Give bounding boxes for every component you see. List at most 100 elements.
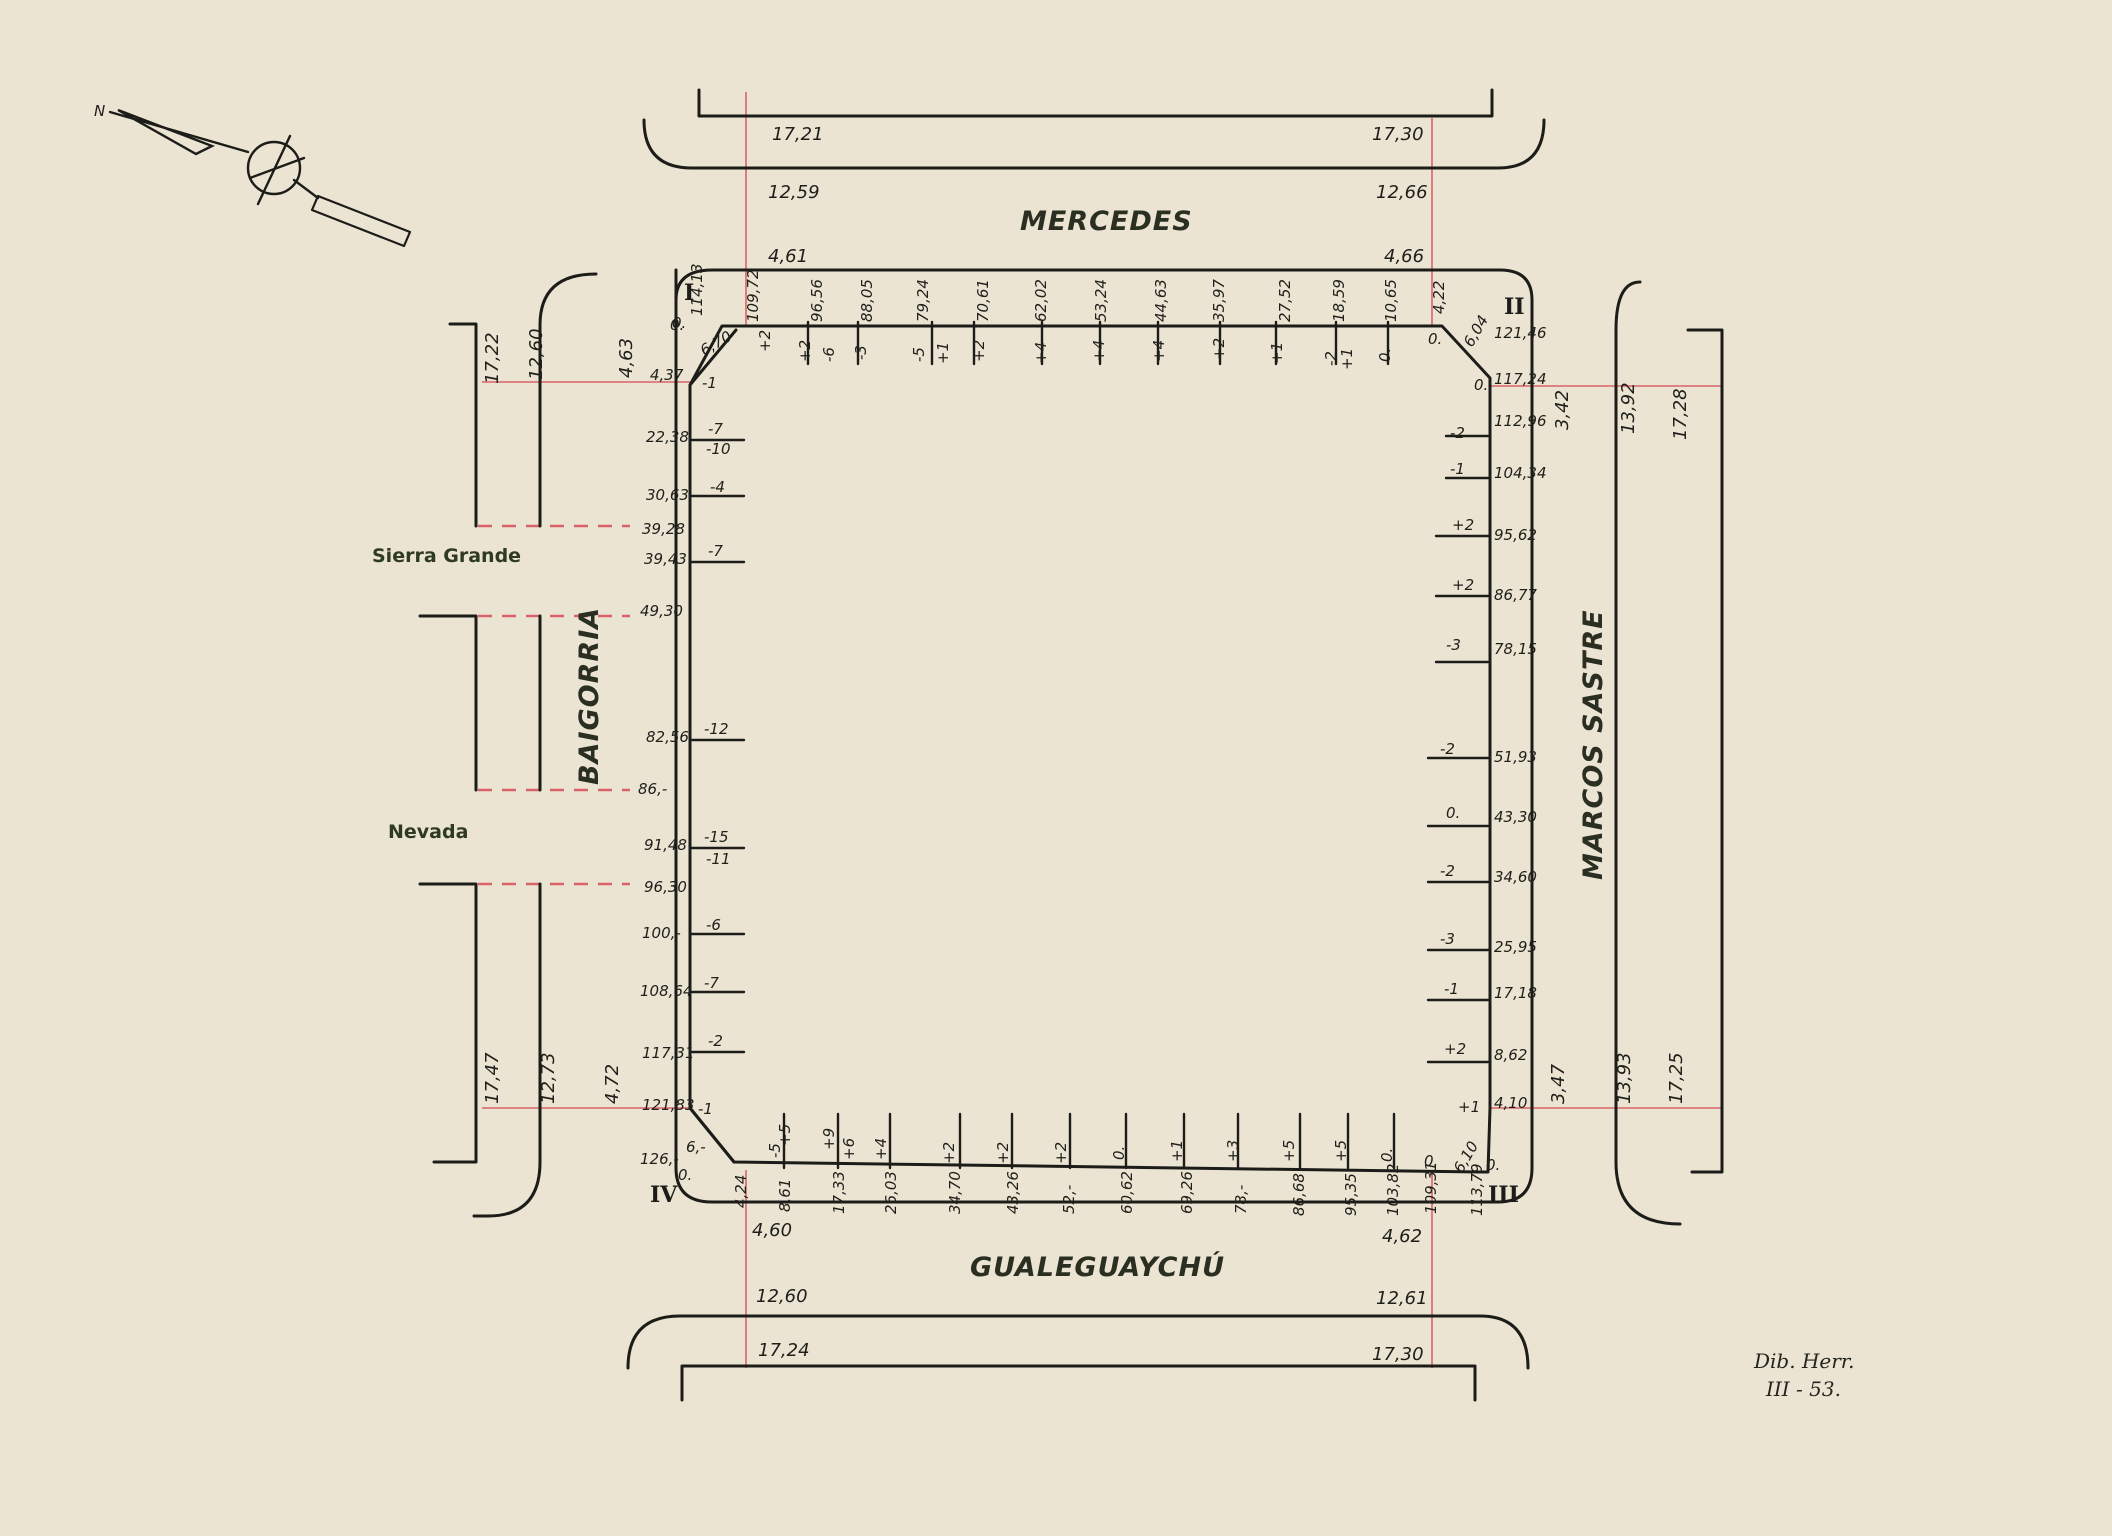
station-label: 51,93: [1494, 748, 1537, 766]
street-name-north: MERCEDES: [1020, 206, 1193, 237]
offset-label: +3: [1224, 1140, 1242, 1162]
corner-ii: II: [1504, 294, 1525, 320]
station-label: 26,03: [882, 1171, 900, 1214]
offset-label: -11: [706, 850, 731, 868]
station-label: 8,61: [776, 1179, 794, 1212]
north-arrow-icon: N: [94, 102, 412, 248]
station-label: 112,96: [1494, 412, 1547, 430]
station-label: 121,83: [642, 1096, 695, 1114]
offset-label: -1: [1450, 460, 1465, 478]
offset-label: -10: [706, 440, 731, 458]
offset-label: 0.: [1486, 1156, 1500, 1174]
station-label: 96,30: [644, 878, 687, 896]
offset-label: +1: [1458, 1098, 1480, 1116]
offset-label: -2: [708, 1032, 723, 1050]
offset-label: -3: [852, 345, 870, 360]
station-label: 108,64: [640, 982, 693, 1000]
offset-label: +2: [994, 1142, 1012, 1164]
station-label: 62,02: [1032, 279, 1050, 322]
level-label: 17,25: [1666, 1052, 1687, 1104]
station-label: 34,60: [1494, 868, 1537, 886]
level-label: 13,92: [1618, 382, 1639, 434]
offset-label: +1: [934, 342, 952, 364]
offset-label: +2: [796, 340, 814, 362]
station-label: 95,35: [1342, 1173, 1360, 1216]
offset-label: -2: [1450, 424, 1465, 442]
street-name-sierra-grande: Sierra Grande: [372, 545, 521, 567]
offset-label: +1: [1338, 348, 1356, 370]
offset-label: +2: [756, 330, 774, 352]
station-label: 60,62: [1118, 1171, 1136, 1214]
offset-label: +1: [1268, 342, 1286, 364]
property-line: [688, 324, 1492, 1174]
level-label: 4,72: [602, 1064, 623, 1104]
offset-label: -7: [708, 542, 723, 560]
station-label: 25,95: [1494, 938, 1537, 956]
station-label: 4,37: [650, 366, 684, 384]
corner-numerals: I II III IV: [650, 280, 1525, 1208]
station-label: 49,30: [640, 602, 683, 620]
station-label: 104,34: [1494, 464, 1547, 482]
offset-label: 0.: [1376, 348, 1394, 362]
station-label: 30,63: [646, 486, 689, 504]
offset-label: +1: [1168, 1140, 1186, 1162]
station-label: 70,61: [974, 279, 992, 322]
offset-label: -15: [704, 828, 729, 846]
offset-label: +2: [1052, 1142, 1070, 1164]
station-label: 17,33: [830, 1171, 848, 1214]
station-label: 53,24: [1092, 279, 1110, 322]
station-label: 43,30: [1494, 808, 1537, 826]
offset-label: -6: [820, 347, 838, 362]
station-label: 86,-: [638, 780, 667, 798]
station-label: 78,15: [1494, 640, 1537, 658]
level-label: 12,60: [526, 328, 547, 380]
offset-label: -4: [710, 478, 725, 496]
level-label: 12,73: [538, 1052, 559, 1104]
station-label: 4,10: [1494, 1094, 1527, 1112]
offset-label: -1: [702, 374, 717, 392]
offset-label: -2: [1440, 740, 1455, 758]
street-names: MERCEDES GUALEGUAYCHÚ BAIGORRIA MARCOS S…: [372, 206, 1609, 1283]
level-label: 17,47: [482, 1052, 503, 1104]
offset-label: -3: [1440, 930, 1455, 948]
level-label: 13,93: [1614, 1052, 1635, 1104]
station-label: 52,-: [1060, 1185, 1078, 1214]
offset-label: -3: [1446, 636, 1461, 654]
station-label: 117,24: [1494, 370, 1547, 388]
station-label: 95,62: [1494, 526, 1537, 544]
station-label: 121,46: [1494, 324, 1547, 342]
station-label: 6,04: [1460, 312, 1492, 350]
station-label: 79,24: [914, 279, 932, 322]
station-label: 96,56: [808, 279, 826, 322]
offset-label: +4: [1032, 342, 1050, 364]
station-label: 78,-: [1232, 1185, 1250, 1214]
station-label: 44,63: [1152, 279, 1170, 322]
station-label: 114,13: [688, 264, 706, 317]
level-label: 4,63: [616, 338, 637, 378]
offset-label: +2: [1444, 1040, 1466, 1058]
offset-label: +6: [840, 1138, 858, 1160]
level-label: 17,28: [1670, 388, 1691, 440]
level-label: 12,60: [756, 1286, 808, 1307]
east-side-stations: 121,46 117,24 112,96 104,34 95,62 86,77 …: [1426, 324, 1547, 1116]
level-label: 12,59: [768, 182, 820, 203]
level-label: 17,22: [482, 332, 503, 384]
station-label: 10,65: [1382, 279, 1400, 322]
level-label: 4,61: [768, 246, 808, 267]
station-label: 109,31: [1422, 1162, 1440, 1215]
offset-label: -5: [766, 1143, 784, 1158]
station-label: 109,72: [744, 270, 762, 323]
station-label: 4,22: [1430, 281, 1448, 314]
station-label: 126,-: [640, 1150, 679, 1168]
offset-label: 0.: [1474, 376, 1488, 394]
station-label: 8,62: [1494, 1046, 1527, 1064]
street-name-nevada: Nevada: [388, 821, 468, 843]
station-label: 88,05: [858, 279, 876, 322]
station-label: 27,52: [1276, 279, 1294, 322]
station-label: 82,56: [646, 728, 689, 746]
station-label: 34,70: [946, 1171, 964, 1214]
corner-iv: IV: [650, 1182, 678, 1208]
north-side-stations: 114,13 109,72 96,56 88,05 79,24 70,61 62…: [670, 264, 1492, 371]
offset-label: -1: [698, 1100, 713, 1118]
